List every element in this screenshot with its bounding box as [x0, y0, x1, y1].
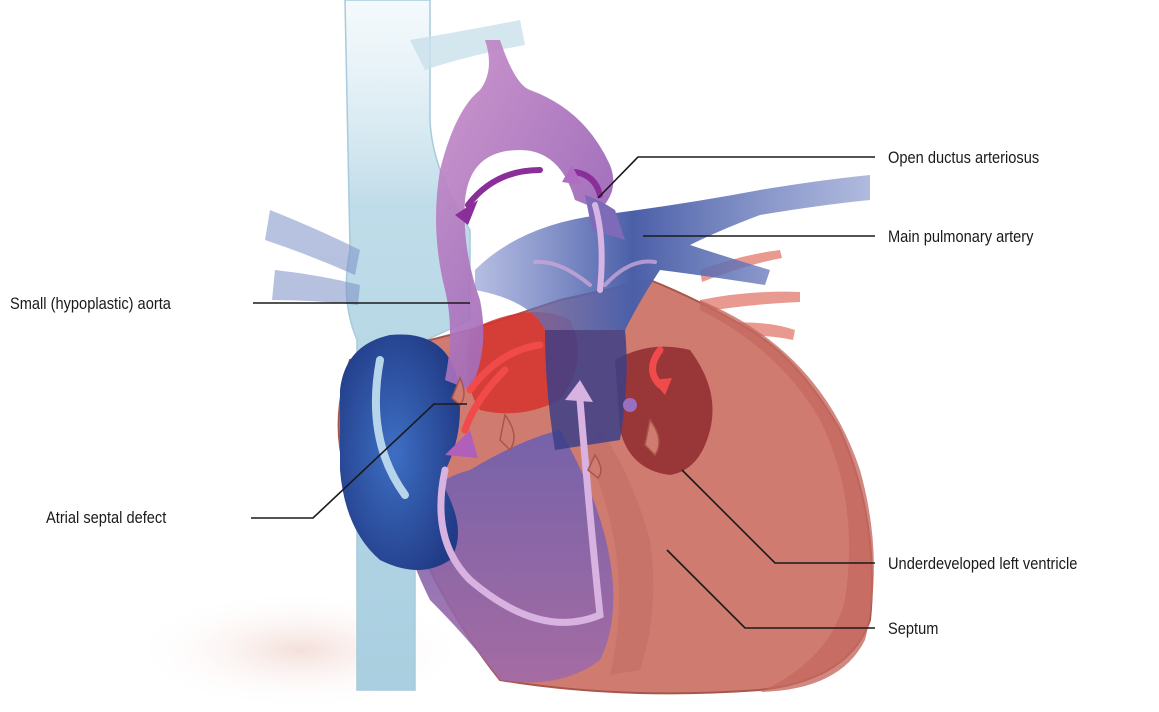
label-main-pulmonary-artery: Main pulmonary artery [888, 227, 1033, 247]
left-pulmonary-veins [265, 210, 360, 305]
label-atrial-septal-defect: Atrial septal defect [46, 508, 166, 528]
label-small-hypoplastic-aorta: Small (hypoplastic) aorta [10, 294, 171, 314]
label-septum: Septum [888, 619, 938, 639]
label-open-ductus-arteriosus: Open ductus arteriosus [888, 148, 1039, 168]
floor-shadow [130, 590, 470, 707]
mitral-valve-remnant [623, 398, 637, 412]
label-underdeveloped-left-ventricle: Underdeveloped left ventricle [888, 554, 1077, 574]
